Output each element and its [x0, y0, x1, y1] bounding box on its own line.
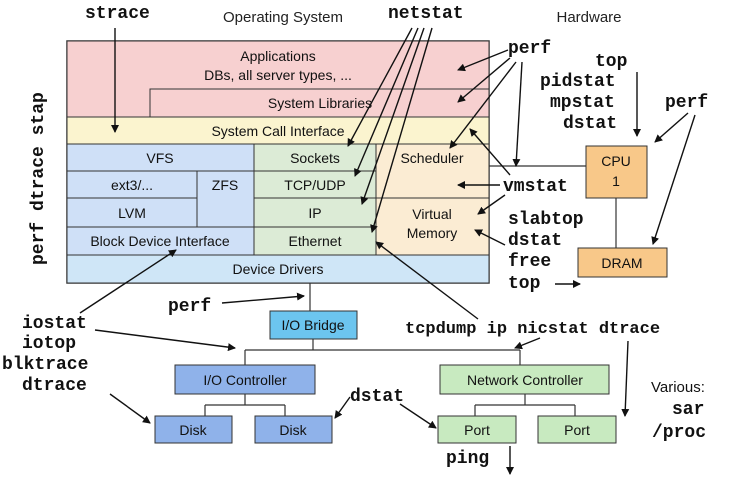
ext3-label: ext3/... [111, 177, 153, 193]
arrow-dstat-port1 [399, 403, 437, 429]
device-drivers-layer [66, 254, 490, 284]
applications-sublabel: DBs, all server types, ... [204, 67, 352, 83]
arrow-perf-libraries [457, 57, 511, 103]
tool-dstat-mem: dstat [508, 231, 562, 251]
tool-dtrace-io: dtrace [22, 376, 87, 396]
virtual-memory-sublabel: Memory [407, 225, 458, 241]
ip-label: IP [308, 205, 321, 221]
io-bridge-box [269, 310, 358, 340]
tool-dstat-cpu: dstat [563, 114, 617, 134]
cpu-number: 1 [612, 173, 620, 189]
arrow-perf-dram [651, 114, 696, 245]
sockets-label: Sockets [290, 150, 340, 166]
io-bridge-label: I/O Bridge [281, 317, 344, 333]
tcp-udp-label: TCP/UDP [284, 177, 345, 193]
network-controller-box [439, 364, 610, 395]
network-controller-label: Network Controller [467, 372, 583, 388]
system-call-interface-label: System Call Interface [211, 123, 344, 139]
hardware-header: Hardware [556, 9, 621, 26]
tool-vmstat: vmstat [503, 177, 568, 197]
arrow-vmstat-cpu-area [469, 128, 511, 176]
arrow-dstat-memory [474, 229, 506, 246]
arrow-tcpdump-bus [514, 337, 541, 350]
ethernet-label: Ethernet [289, 233, 342, 249]
tool-free: free [508, 252, 551, 272]
dram-label: DRAM [601, 255, 642, 271]
vfs-label: VFS [146, 150, 173, 166]
port-1-box [437, 415, 517, 444]
tool-perf-bridge: perf [168, 297, 211, 317]
tool-perf-top: perf [508, 39, 551, 59]
tool-ping: ping [446, 449, 489, 469]
arrow-dtrace-port [621, 340, 630, 417]
tool-mpstat: mpstat [550, 93, 615, 113]
arrow-tcpdump-ethernet [375, 241, 479, 320]
tool-iotop: iotop [22, 334, 76, 354]
device-drivers-label: Device Drivers [232, 261, 323, 277]
block-device-interface [66, 226, 255, 256]
system-call-interface [66, 116, 490, 145]
tool-sar: sar [672, 400, 704, 420]
arrow-netstat-ethernet [370, 27, 433, 233]
arrow-netstat-ip [360, 27, 425, 205]
applications-layer [66, 40, 490, 118]
virtual-memory-label: Virtual [412, 206, 451, 222]
cpu-label: CPU [601, 153, 631, 169]
port-2-box [537, 415, 617, 444]
tool-perf-dtrace-stap: perf dtrace stap [29, 92, 49, 265]
os-header: Operating System [223, 9, 343, 26]
dram-box [577, 247, 668, 278]
tool-top-hw: top [595, 52, 627, 72]
arrow-perf-applications [457, 49, 509, 72]
io-controller-label: I/O Controller [203, 372, 287, 388]
tool-proc: /proc [652, 423, 706, 443]
tool-strace: strace [85, 4, 150, 24]
tool-dstat-disk: dstat [350, 387, 404, 407]
arrow-iostat-block [79, 249, 177, 314]
system-libraries-label: System Libraries [268, 95, 372, 111]
sockets-layer [253, 143, 377, 172]
arrow-dtrace-disk [109, 393, 151, 424]
arrow-perf-cpu [654, 112, 689, 143]
tool-top-mem: top [508, 274, 540, 294]
tool-tcpdump-line: tcpdump ip nicstat dtrace [405, 320, 660, 339]
tool-iostat: iostat [22, 314, 87, 334]
arrow-netstat-sockets [347, 27, 413, 147]
ethernet-layer [253, 226, 377, 256]
tool-pidstat: pidstat [540, 72, 616, 92]
ext3-layer [66, 170, 198, 199]
port-2-label: Port [564, 422, 590, 438]
disk-2-label: Disk [279, 422, 307, 438]
lvm-layer [66, 197, 198, 228]
zfs-label: ZFS [212, 177, 238, 193]
arrow-perf-vmstat [512, 61, 523, 167]
tool-netstat: netstat [388, 4, 464, 24]
arrow-perf-scheduler [449, 61, 517, 149]
disk-1-label: Disk [179, 422, 207, 438]
arrow-dstat-disk2 [334, 396, 351, 419]
tool-blktrace: blktrace [2, 355, 88, 375]
tool-perf-cpu: perf [665, 93, 708, 113]
scheduler-label: Scheduler [400, 150, 463, 166]
io-controller-box [174, 364, 316, 395]
arrow-netstat-tcp [354, 27, 419, 177]
system-libraries-layer [149, 88, 489, 117]
vfs-layer [66, 143, 255, 172]
tool-slabtop: slabtop [508, 210, 584, 230]
block-device-interface-label: Block Device Interface [90, 233, 229, 249]
lvm-label: LVM [118, 205, 146, 221]
virtual-memory-layer [375, 197, 490, 256]
disk-2-box [254, 415, 333, 444]
port-1-label: Port [464, 422, 490, 438]
arrow-perf-bridge [221, 292, 305, 304]
applications-label: Applications [240, 48, 316, 64]
arrow-iostat-controller [94, 329, 236, 352]
arrow-slabtop-memory [477, 194, 506, 215]
disk-1-box [154, 415, 233, 444]
various-label: Various: [651, 379, 705, 396]
